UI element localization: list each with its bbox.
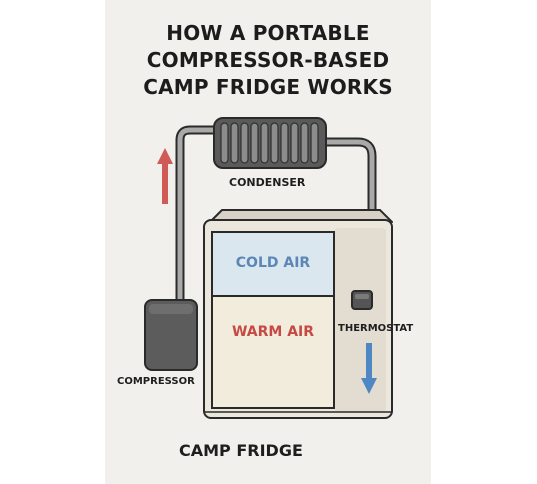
title-line-3: CAMP FRIDGE WORKS	[143, 75, 393, 99]
compressor-unit	[144, 299, 198, 371]
condenser-label: CONDENSER	[229, 176, 306, 189]
cold-flow-down-arrow-icon	[361, 343, 377, 394]
hot-flow-up-arrow-icon	[157, 148, 173, 204]
thermostat-unit	[351, 290, 373, 310]
camp-fridge-body	[203, 209, 393, 419]
title-line-1: HOW A PORTABLE	[166, 21, 370, 45]
title-line-2: COMPRESSOR-BASED	[146, 48, 390, 72]
condenser-coil	[213, 117, 327, 169]
diagram-title: HOW A PORTABLE COMPRESSOR-BASED CAMP FRI…	[105, 20, 431, 101]
warm-air-label: WARM AIR	[231, 324, 315, 340]
camp-fridge-label: CAMP FRIDGE	[179, 441, 303, 460]
thermostat-label: THERMOSTAT	[338, 323, 414, 334]
cold-air-label: COLD AIR	[235, 255, 311, 271]
compressor-label: COMPRESSOR	[117, 376, 195, 387]
